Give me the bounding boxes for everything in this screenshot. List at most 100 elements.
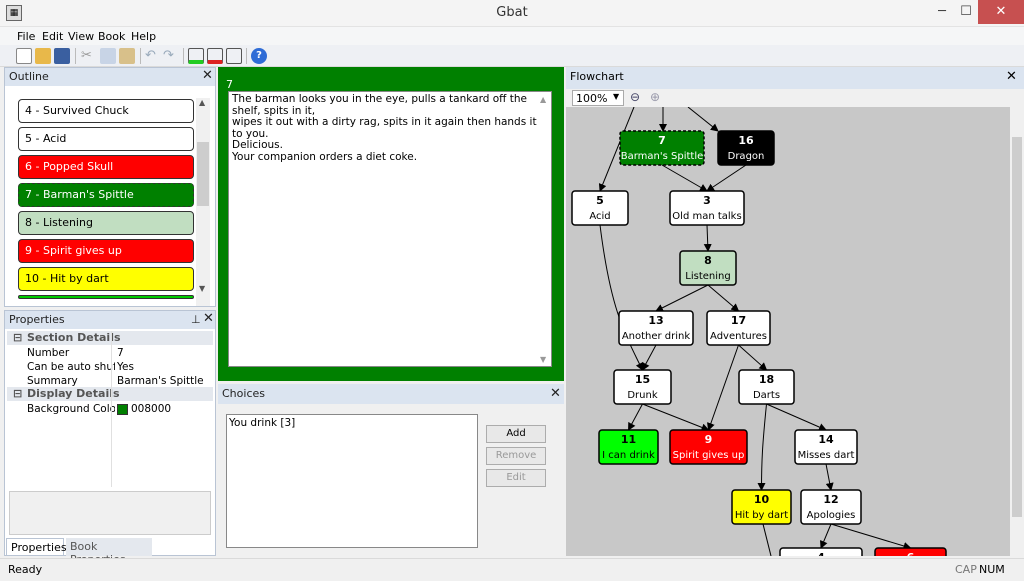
window-icon[interactable] <box>226 48 242 64</box>
close-button[interactable]: ✕ <box>978 0 1024 24</box>
flow-edge <box>628 403 643 431</box>
collapse-icon[interactable]: ⊟ <box>13 331 23 344</box>
pin-icon[interactable]: ⊥ <box>191 313 201 326</box>
flow-edge <box>820 523 832 549</box>
zoom-select[interactable]: 100%▼ <box>572 90 624 106</box>
close-icon[interactable]: ✕ <box>203 311 214 326</box>
edit-button[interactable]: Edit <box>486 469 546 487</box>
menu-book[interactable]: Book <box>98 30 126 43</box>
redo-icon[interactable]: ↷ <box>163 48 174 63</box>
menu-view[interactable]: View <box>68 30 95 43</box>
copy-icon[interactable] <box>100 48 116 64</box>
open-folder-icon[interactable] <box>35 48 51 64</box>
section-text-editor[interactable]: The barman looks you in the eye, pulls a… <box>228 91 552 367</box>
flowchart-scrollbar[interactable] <box>1010 107 1024 556</box>
flow-node[interactable]: 6 <box>874 547 947 556</box>
outline-item[interactable]: 7 - Barman's Spittle <box>18 183 194 207</box>
close-icon[interactable]: ✕ <box>1006 69 1017 84</box>
property-row[interactable]: Can be auto shuffl...Yes <box>7 361 213 375</box>
scroll-up-icon[interactable]: ▲ <box>540 95 547 104</box>
text-line: Delicious. <box>232 139 283 151</box>
scroll-down-icon[interactable]: ▼ <box>199 284 206 293</box>
outline-item[interactable]: 8 - Listening <box>18 211 194 235</box>
category-label: Section Details <box>27 331 121 344</box>
flow-edge <box>655 284 709 312</box>
flow-node-label: Apologies <box>807 510 856 521</box>
outline-item[interactable]: 5 - Acid <box>18 127 194 151</box>
title-bar: ▦ Gbat ─ ☐ ✕ <box>0 0 1024 27</box>
toolbar: ✂ ↶ ↷ ? <box>0 45 1024 67</box>
outline-header: Outline✕ <box>5 68 215 86</box>
remove-button[interactable]: Remove <box>486 447 546 465</box>
outline-item[interactable]: 6 - Popped Skull <box>18 155 194 179</box>
flow-edge <box>825 463 834 491</box>
add-section-icon[interactable] <box>188 48 204 64</box>
flow-node-label: Old man talks <box>672 211 741 222</box>
scroll-thumb[interactable] <box>1012 137 1022 517</box>
paste-icon[interactable] <box>119 48 135 64</box>
flow-node-box <box>679 250 737 286</box>
outline-scrollbar[interactable]: ▲ ▼ <box>196 98 210 306</box>
collapse-icon[interactable]: ⊟ <box>13 387 23 400</box>
flowchart-title: Flowchart <box>570 70 624 83</box>
flow-node-box <box>738 369 795 405</box>
add-button[interactable]: Add <box>486 425 546 443</box>
cut-icon[interactable]: ✂ <box>81 48 92 63</box>
close-icon[interactable]: ✕ <box>202 68 213 83</box>
choices-list[interactable]: You drink [3] <box>226 414 478 548</box>
save-icon[interactable] <box>54 48 70 64</box>
list-item[interactable]: You drink [3] <box>229 417 296 429</box>
remove-section-icon[interactable] <box>207 48 223 64</box>
undo-icon[interactable]: ↶ <box>145 48 156 63</box>
menu-help[interactable]: Help <box>131 30 157 43</box>
flow-edge <box>766 403 827 431</box>
help-icon[interactable]: ? <box>251 48 267 64</box>
tab-properties[interactable]: Properties <box>6 538 67 556</box>
minimize-button[interactable]: ─ <box>938 4 946 19</box>
flow-node-number: 16 <box>738 134 754 147</box>
flow-node[interactable]: 4 <box>779 547 863 556</box>
outline-item[interactable]: 10 - Hit by dart <box>18 267 194 291</box>
flow-node-box <box>717 130 775 166</box>
maximize-button[interactable]: ☐ <box>960 4 972 19</box>
scroll-up-icon[interactable]: ▲ <box>199 98 206 107</box>
close-icon[interactable]: ✕ <box>550 386 561 401</box>
tab-book-properties[interactable]: Book Properties <box>66 538 152 566</box>
menu-file[interactable]: File <box>17 30 36 43</box>
zoom-in-icon[interactable]: ⊕ <box>650 90 661 104</box>
text-line: Your companion orders a diet coke. <box>232 150 418 163</box>
choices-header: Choices✕ <box>218 384 564 404</box>
outline-item-partial[interactable] <box>18 295 194 299</box>
flow-node-number: 18 <box>759 373 774 386</box>
flow-node-box <box>706 310 771 346</box>
scroll-thumb[interactable] <box>197 142 209 206</box>
display-details-category[interactable]: ⊟Display Details <box>7 387 213 401</box>
flow-node[interactable]: 11I can drink <box>598 429 659 465</box>
new-icon[interactable] <box>16 48 32 64</box>
menu-edit[interactable]: Edit <box>42 30 64 43</box>
outline-item[interactable]: 9 - Spirit gives up <box>18 239 194 263</box>
num-indicator: NUM <box>979 563 1005 576</box>
property-row[interactable]: Background Colour 008000 <box>7 403 213 417</box>
outline-panel: Outline✕ 4 - Survived Chuck 5 - Acid 6 - P… <box>4 67 216 307</box>
scroll-down-icon[interactable]: ▼ <box>540 355 547 364</box>
section-details-category[interactable]: ⊟ Section Details <box>7 331 213 345</box>
zoom-out-icon[interactable]: ⊖ <box>630 90 641 104</box>
outline-item[interactable]: 4 - Survived Chuck <box>18 99 194 123</box>
